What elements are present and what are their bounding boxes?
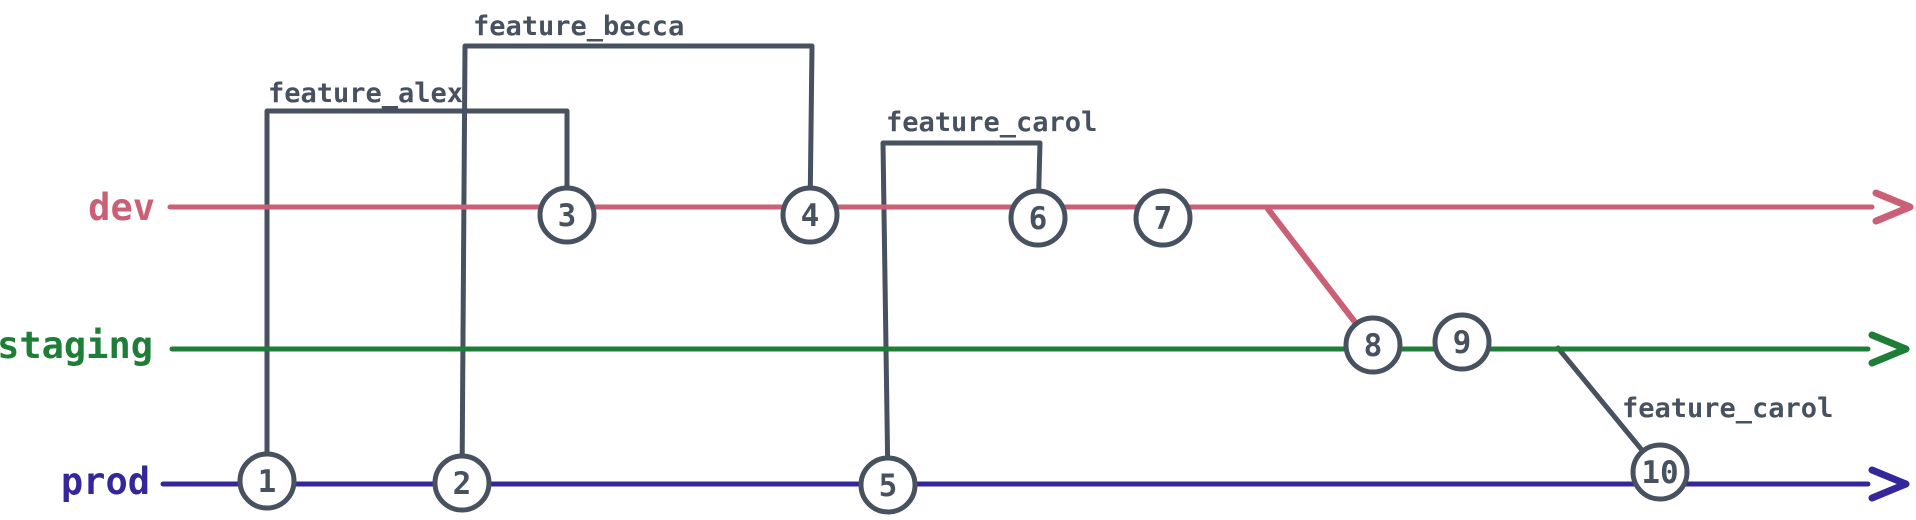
- commit-number-8: 8: [1364, 328, 1383, 364]
- commit-circle-3: [537, 185, 597, 245]
- commit-circle-1: [237, 451, 297, 511]
- feature-carol-dev-path: [880, 140, 1043, 488]
- commit-circle-9: [1432, 312, 1492, 372]
- commit-number-10: 10: [1641, 455, 1678, 491]
- commit-circle-8: [1343, 315, 1403, 375]
- staging-arrowhead-icon: [1868, 331, 1910, 367]
- feature-becca-label: feature_becca: [473, 11, 684, 42]
- commit-number-6: 6: [1029, 201, 1048, 237]
- merge-dev-to-staging-line: [1265, 206, 1374, 346]
- commit-circle-2: [432, 453, 492, 513]
- commit-circle-4: [780, 185, 840, 245]
- dev-arrowhead-icon: [1872, 189, 1914, 225]
- commit-number-7: 7: [1154, 201, 1173, 237]
- commit-number-1: 1: [258, 464, 277, 500]
- dev-branch-label: dev: [88, 186, 155, 229]
- commit-number-4: 4: [801, 198, 820, 234]
- feature-alex-label: feature_alex: [268, 78, 463, 109]
- feature-carol-dev-label: feature_carol: [886, 107, 1097, 138]
- commit-number-9: 9: [1453, 325, 1472, 361]
- feature-alex-path: [264, 108, 570, 484]
- feature-carol-prod-label: feature_carol: [1622, 393, 1833, 424]
- commit-circle-6: [1008, 188, 1068, 248]
- commit-circle-7: [1133, 188, 1193, 248]
- prod-branch-label: prod: [61, 460, 150, 503]
- commit-number-3: 3: [558, 198, 577, 234]
- commit-circle-10: [1630, 442, 1690, 502]
- commit-number-2: 2: [453, 466, 472, 502]
- prod-arrowhead-icon: [1868, 466, 1910, 502]
- commit-number-5: 5: [879, 468, 898, 504]
- commit-circle-5: [858, 455, 918, 515]
- staging-branch-label: staging: [0, 324, 153, 367]
- feature-becca-path: [459, 43, 815, 486]
